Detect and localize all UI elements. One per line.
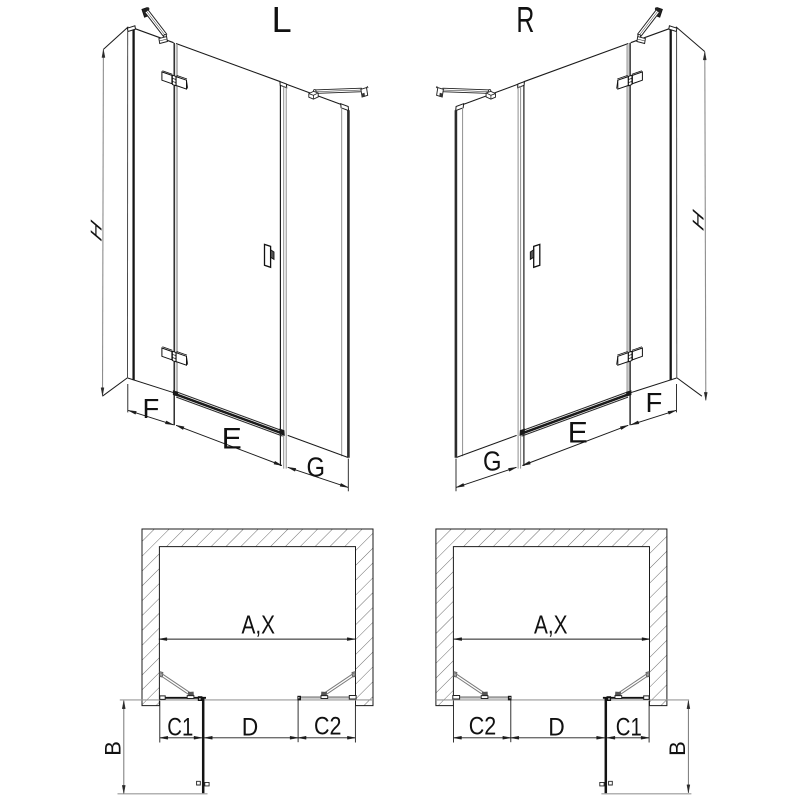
svg-text:A,X: A,X bbox=[242, 610, 276, 640]
svg-text:C1: C1 bbox=[616, 714, 642, 742]
svg-text:F: F bbox=[645, 387, 662, 418]
svg-text:E: E bbox=[568, 417, 588, 450]
svg-text:L: L bbox=[272, 0, 292, 40]
svg-text:D: D bbox=[548, 714, 565, 742]
svg-text:D: D bbox=[242, 714, 259, 742]
svg-text:B: B bbox=[665, 741, 690, 756]
svg-text:C1: C1 bbox=[167, 714, 193, 742]
svg-text:R: R bbox=[516, 0, 534, 40]
svg-text:C2: C2 bbox=[469, 713, 497, 741]
svg-text:A,X: A,X bbox=[534, 610, 568, 640]
svg-text:G: G bbox=[483, 446, 502, 477]
svg-text:B: B bbox=[101, 741, 126, 756]
svg-text:F: F bbox=[142, 393, 159, 424]
svg-text:G: G bbox=[307, 451, 326, 482]
svg-text:C2: C2 bbox=[314, 713, 342, 741]
svg-text:E: E bbox=[222, 422, 242, 455]
